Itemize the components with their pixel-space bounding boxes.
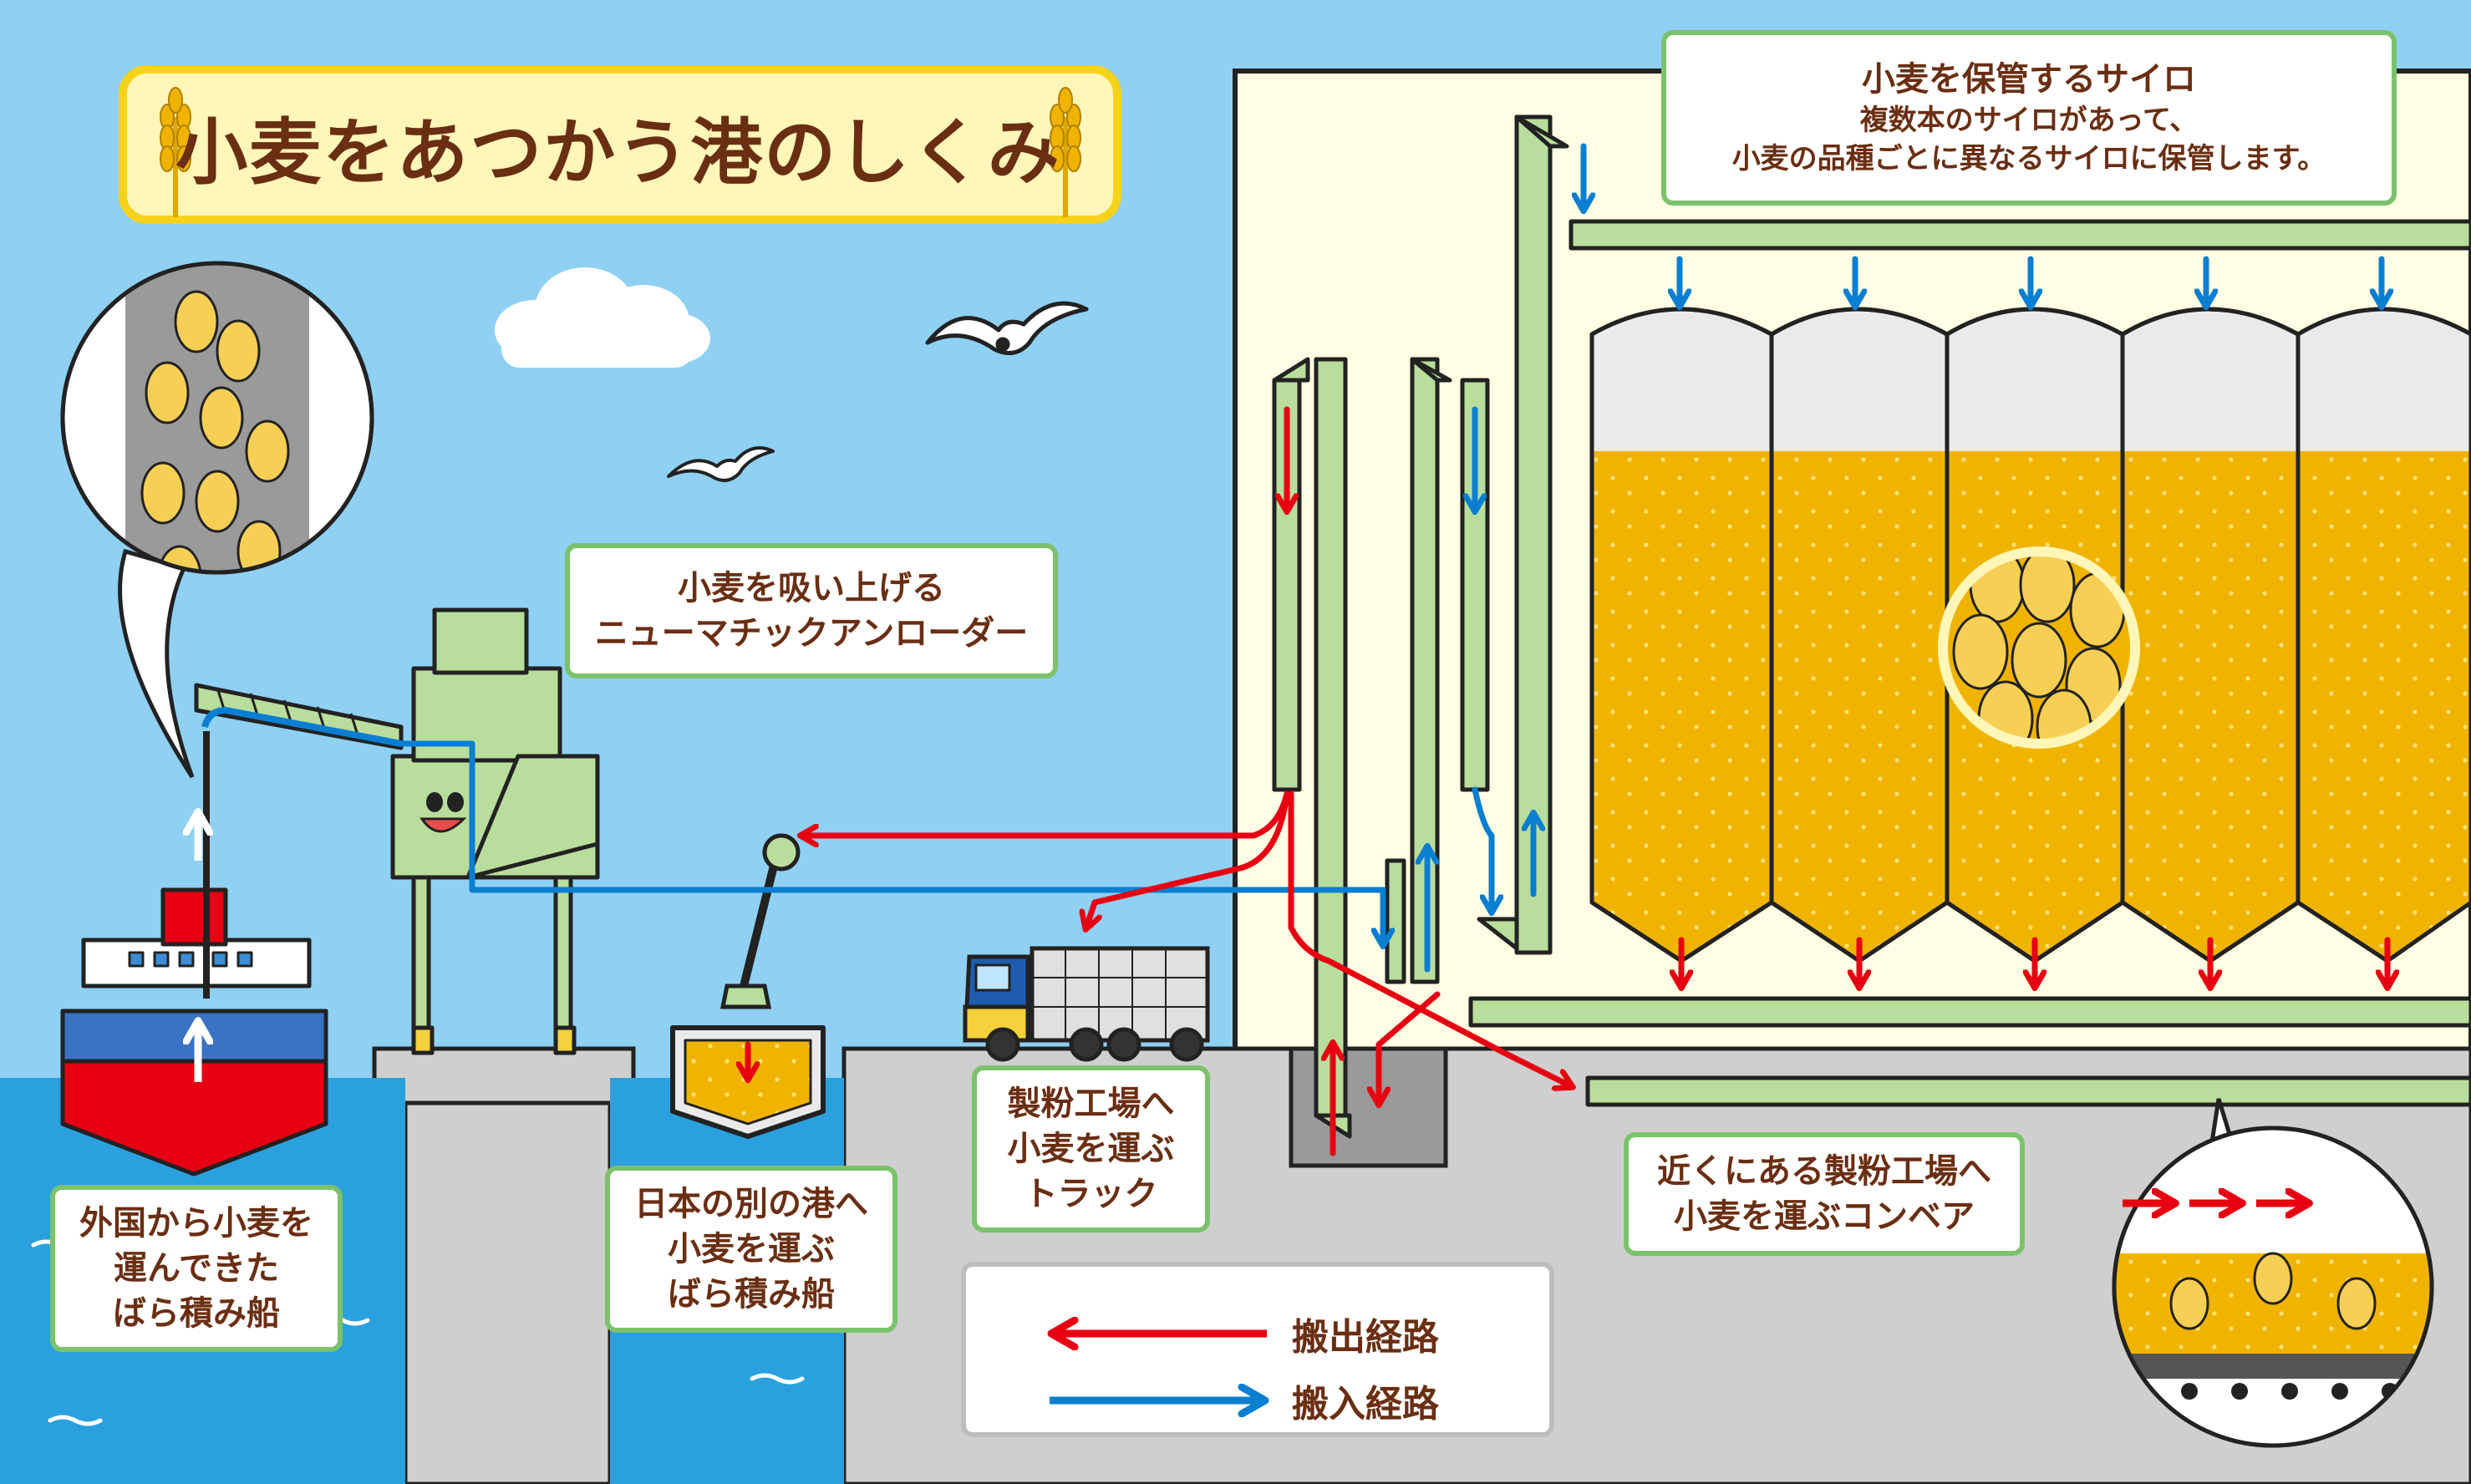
wheat-icon <box>1050 87 1081 217</box>
silo-label-line1: 複数本のサイロがあって、 <box>1859 104 2199 138</box>
silo-label-heading: 小麦を保管するサイロ <box>1862 60 2196 99</box>
silo-label-line2: 小麦の品種ごとに異なるサイロに保管します。 <box>1731 142 2326 175</box>
silo-group <box>1589 307 2471 963</box>
seagull-icon <box>925 301 1089 355</box>
legend-inbound-label: 搬入経路 <box>1292 1383 1439 1426</box>
unloader-label-line2: ニューマチックアンローダー <box>594 614 1029 653</box>
title-panel <box>119 65 1121 224</box>
foreign-ship <box>60 887 328 1177</box>
ship-loader <box>719 833 801 1009</box>
conveyor-label-line2: 小麦を運ぶコンベア <box>1674 1197 1975 1236</box>
truck-label: 製粉工場へ 小麦を運ぶ トラック <box>972 1065 1210 1232</box>
unloader-face <box>419 792 467 833</box>
legend: 搬出経路 搬入経路 <box>961 1262 1554 1437</box>
inbound-route <box>398 143 2382 973</box>
domestic-ship-label-line1: 日本の別の港へ <box>634 1185 868 1223</box>
foreign-ship-label-line1: 外国から小麦を <box>79 1204 313 1243</box>
foreign-ship-label-line2: 運んできた <box>114 1249 279 1288</box>
foreign-ship-label: 外国から小麦を 運んできた ばら積み船 <box>50 1185 343 1352</box>
unloader-label: 小麦を吸い上げる ニューマチックアンローダー <box>565 543 1058 678</box>
legend-outbound: 搬出経路 <box>1041 1304 1439 1363</box>
domestic-ship-label-line2: 小麦を運ぶ <box>668 1230 835 1268</box>
conveyor-label-line1: 近くにある製粉工場へ <box>1657 1152 1991 1191</box>
wheat-icon <box>160 87 191 217</box>
unloader-label-line1: 小麦を吸い上げる <box>678 569 945 607</box>
silo-grain-zoom <box>1938 546 2140 749</box>
blue-arrow-icon <box>1050 1384 1269 1417</box>
legend-outbound-label: 搬出経路 <box>1292 1316 1439 1359</box>
truck-label-line2: 小麦を運ぶ <box>1007 1130 1175 1168</box>
cloud <box>495 267 710 368</box>
legend-inbound: 搬入経路 <box>1041 1371 1439 1430</box>
truck-label-line1: 製粉工場へ <box>1007 1085 1175 1123</box>
conveyor-grain-zoom <box>2112 1098 2434 1448</box>
red-arrow-icon <box>1047 1317 1267 1350</box>
truck <box>963 946 1210 1062</box>
pipe-grain-zoom <box>60 261 374 779</box>
domestic-ship-label: 日本の別の港へ 小麦を運ぶ ばら積み船 <box>605 1166 897 1333</box>
page-title: 小麦をあつかう港のしくみ <box>175 110 1061 195</box>
truck-label-line3: トラック <box>1024 1175 1158 1213</box>
conveyor-label: 近くにある製粉工場へ 小麦を運ぶコンベア <box>1624 1132 2025 1256</box>
outbound-route <box>748 406 2387 1156</box>
seagull-icon <box>667 446 775 482</box>
silo-label: 小麦を保管するサイロ 複数本のサイロがあって、 小麦の品種ごとに異なるサイロに保… <box>1661 30 2397 206</box>
domestic-ship-label-line3: ばら積み船 <box>668 1275 835 1314</box>
foreign-ship-label-line3: ばら積み船 <box>113 1294 280 1333</box>
